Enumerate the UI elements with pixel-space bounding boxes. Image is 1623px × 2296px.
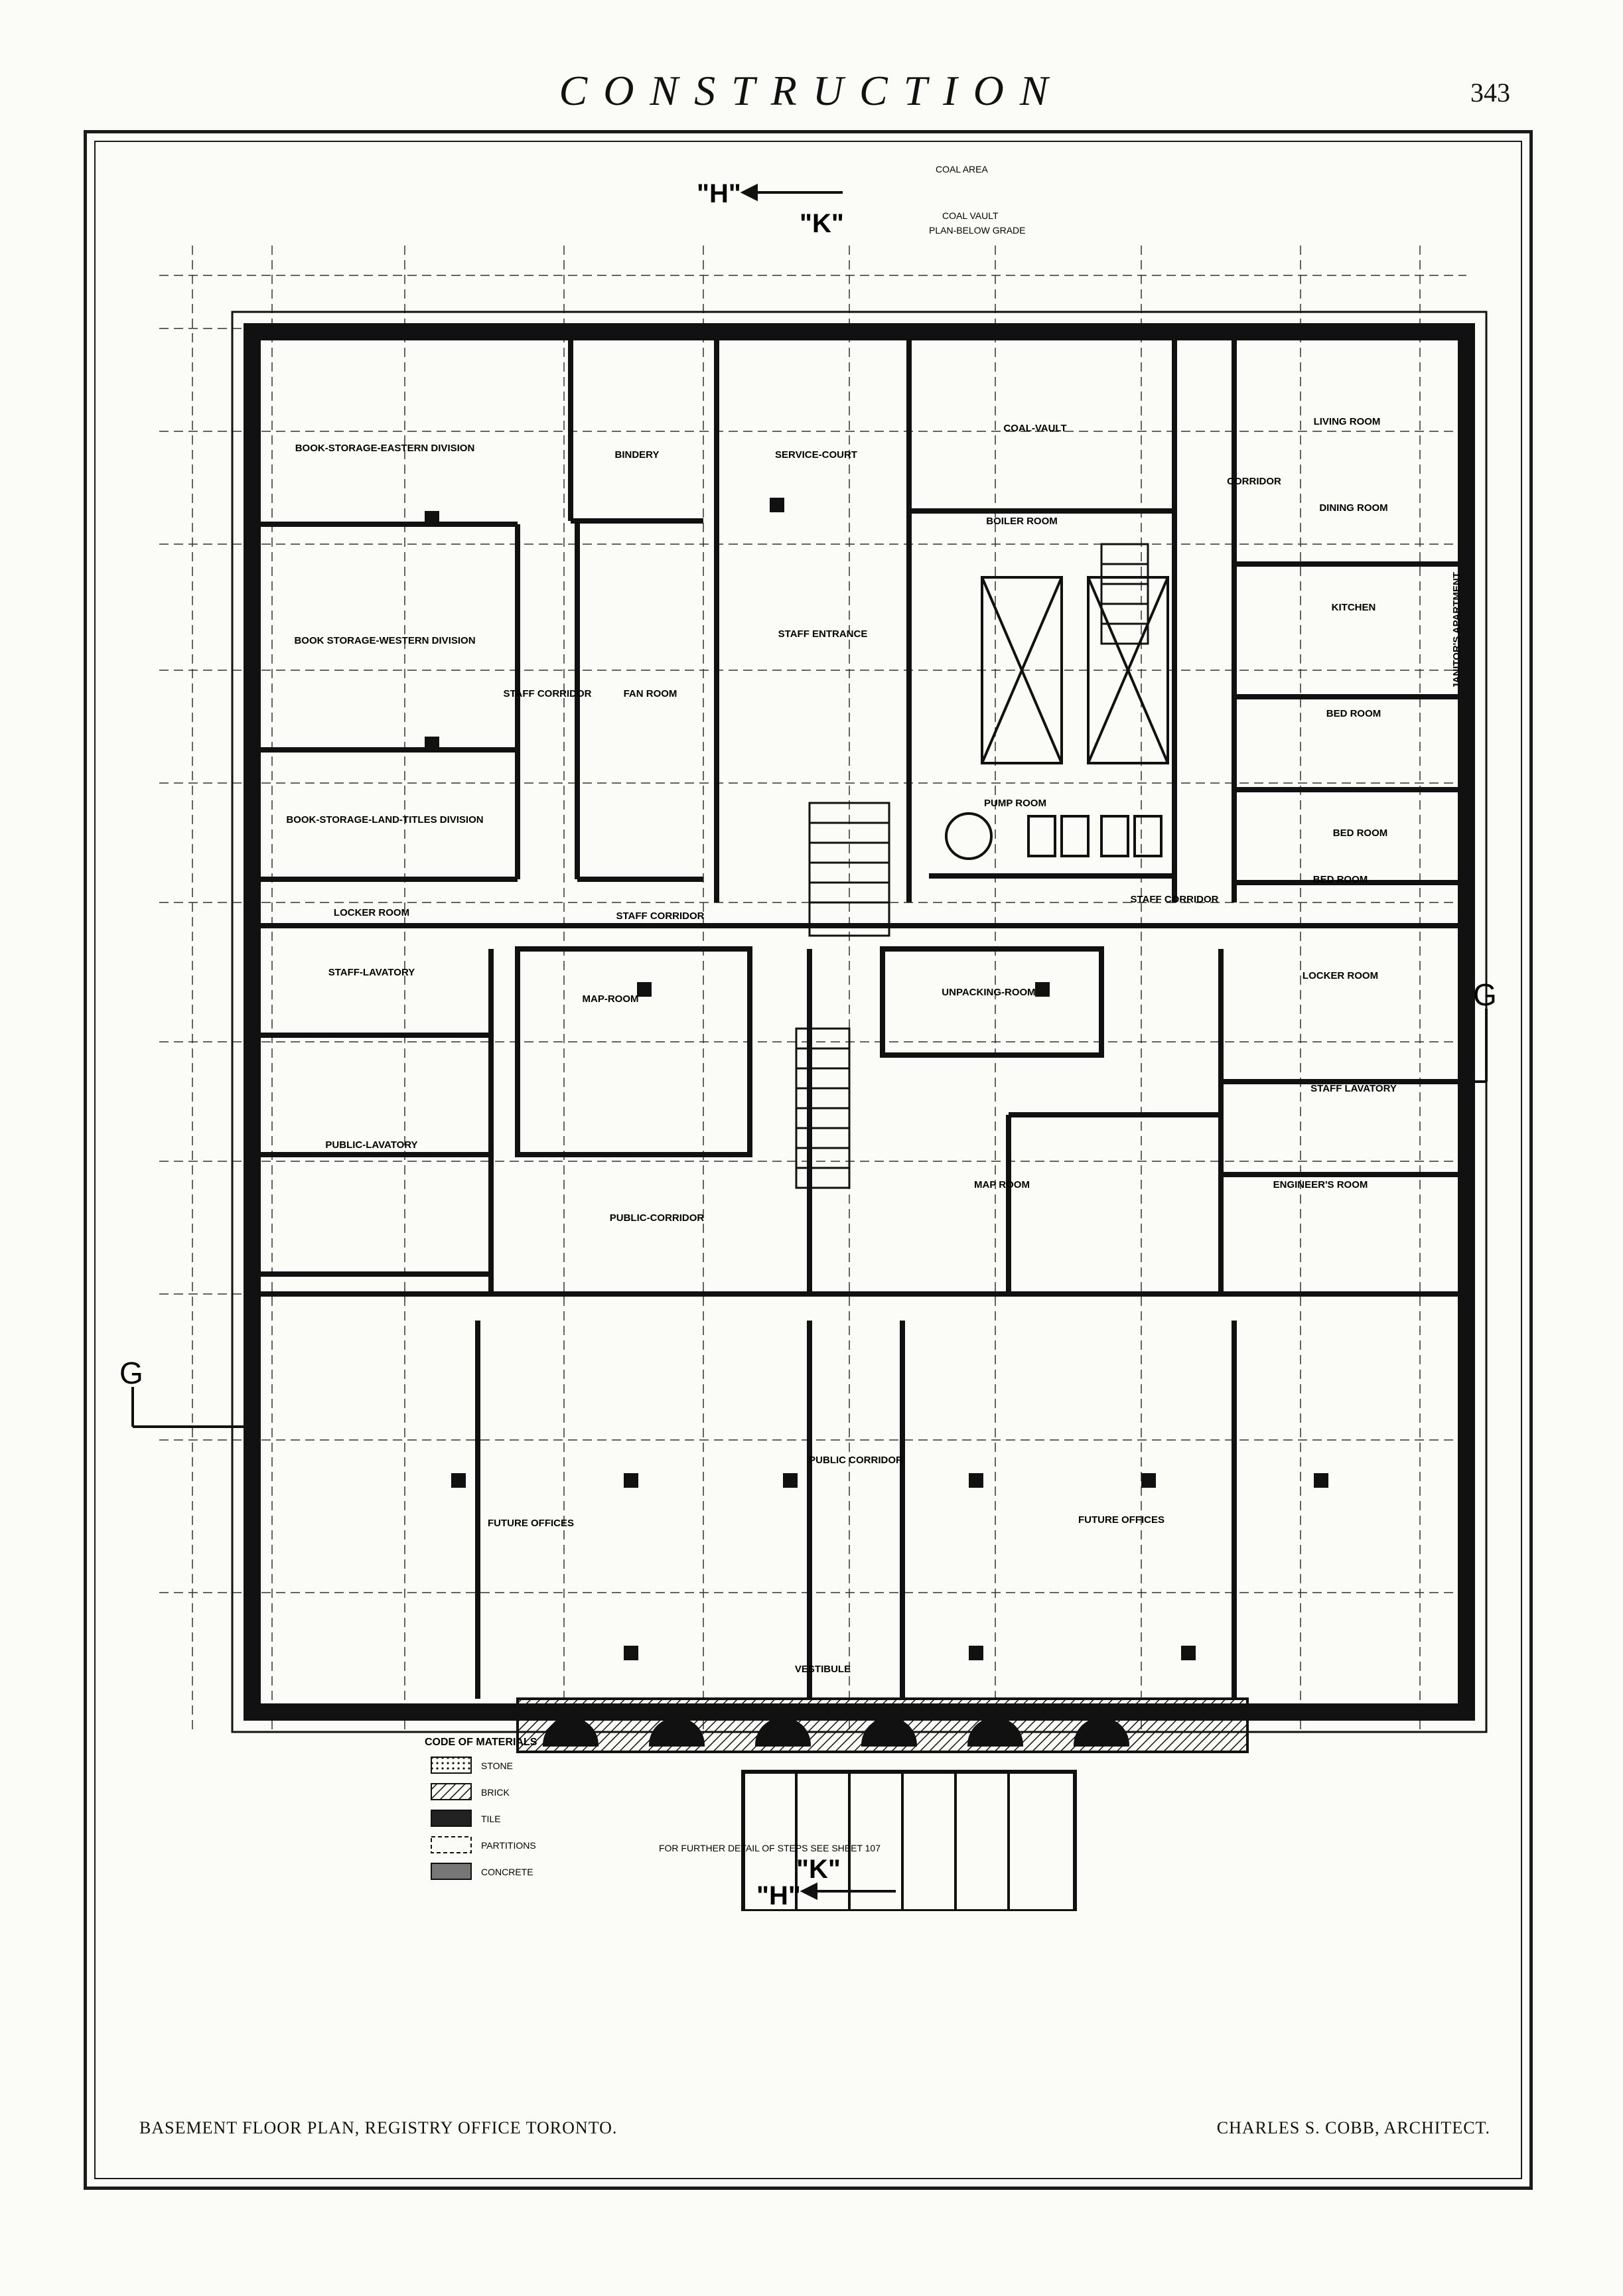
section-marker-h-bottom: "H" <box>756 1881 801 1910</box>
section-marker-g-left: G <box>119 1356 143 1390</box>
steps-detail-note: FOR FURTHER DETAIL OF STEPS SEE SHEET 10… <box>659 1843 881 1853</box>
stair-wells <box>795 543 1149 1189</box>
architect-credit: CHARLES S. COBB, ARCHITECT. <box>1216 2118 1490 2137</box>
legend-label-concrete: CONCRETE <box>481 1867 533 1877</box>
room-book-storage-eastern: BOOK-STORAGE-EASTERN DIVISION <box>295 443 475 454</box>
legend-swatch-partitions <box>431 1836 472 1853</box>
room-staff-entrance: STAFF ENTRANCE <box>778 628 868 640</box>
room-corridor: CORRIDOR <box>1227 476 1281 487</box>
legend-label-tile: TILE <box>481 1814 501 1824</box>
interior-walls <box>252 332 1466 1699</box>
columns <box>425 498 1328 1660</box>
room-kitchen: KITCHEN <box>1332 602 1376 613</box>
legend-label-partitions: PARTITIONS <box>481 1840 536 1851</box>
coal-vault-note: COAL VAULT <box>942 210 999 221</box>
section-marker-h-top: "H" <box>697 179 741 208</box>
room-boiler-room: BOILER ROOM <box>986 516 1058 527</box>
legend-swatch-stone <box>431 1757 472 1774</box>
room-map-room-east: MAP ROOM <box>974 1179 1030 1190</box>
room-dining-room: DINING ROOM <box>1319 502 1387 514</box>
boilers <box>945 576 1169 860</box>
page-frame-inner <box>94 141 1522 2179</box>
room-fan-room: FAN ROOM <box>624 688 677 699</box>
floor-plan-drawing: "H" "K" G G "H" "K" COAL AREA COAL VAULT… <box>119 164 1497 1911</box>
legend-swatch-tile <box>431 1810 472 1827</box>
room-locker-room-west: LOCKER ROOM <box>334 907 409 918</box>
room-unpacking-room: UNPACKING-ROOM <box>942 987 1035 998</box>
room-bed-room-1: BED ROOM <box>1326 708 1381 719</box>
figure-caption: BASEMENT FLOOR PLAN, REGISTRY OFFICE TOR… <box>139 2118 618 2137</box>
room-service-court: SERVICE-COURT <box>775 449 857 461</box>
room-living-room: LIVING ROOM <box>1314 416 1381 427</box>
page-title: CONSTRUCTION <box>559 67 1064 114</box>
room-janitors-apartment: JANITOR'S APARTMENT <box>1451 572 1462 689</box>
legend-label-brick: BRICK <box>481 1787 510 1798</box>
section-markers <box>131 183 1488 1901</box>
legend-swatch-brick <box>431 1783 472 1800</box>
plan-below-grade-note: PLAN-BELOW GRADE <box>929 225 1025 236</box>
room-public-corridor-north: PUBLIC-CORRIDOR <box>610 1212 705 1224</box>
section-marker-g-right: G <box>1473 977 1497 1012</box>
room-book-storage-western: BOOK STORAGE-WESTERN DIVISION <box>294 635 475 646</box>
room-vestibule: VESTIBULE <box>795 1664 851 1675</box>
room-staff-corridor-west: STAFF CORRIDOR <box>503 688 591 699</box>
room-bed-room-3: BED ROOM <box>1313 874 1368 885</box>
materials-legend: CODE OF MATERIALS STONE BRICK TILE PARTI… <box>425 1737 537 1880</box>
room-coal-vault: COAL-VAULT <box>1003 423 1066 434</box>
legend-title: CODE OF MATERIALS <box>425 1737 537 1748</box>
section-marker-k-top: "K" <box>800 209 844 238</box>
page-number: 343 <box>1470 78 1510 108</box>
coal-area-note: COAL AREA <box>936 164 989 175</box>
room-map-room-west: MAP-ROOM <box>583 993 639 1005</box>
section-marker-k-bottom: "K" <box>796 1855 841 1884</box>
room-public-corridor-south: PUBLIC CORRIDOR <box>809 1455 903 1466</box>
legend-label-stone: STONE <box>481 1760 513 1771</box>
room-book-storage-land-titles: BOOK-STORAGE-LAND-TITLES DIVISION <box>286 814 483 825</box>
room-locker-room-east: LOCKER ROOM <box>1303 970 1378 981</box>
grid-lines <box>159 246 1466 1732</box>
room-public-lavatory: PUBLIC-LAVATORY <box>325 1139 417 1151</box>
room-pump-room: PUMP ROOM <box>984 798 1046 809</box>
room-future-offices-east: FUTURE OFFICES <box>1078 1514 1164 1526</box>
room-staff-corridor-north: STAFF CORRIDOR <box>616 910 704 922</box>
room-bed-room-2: BED ROOM <box>1333 827 1388 839</box>
room-staff-lavatory-east: STAFF LAVATORY <box>1310 1083 1397 1094</box>
room-staff-corridor-east: STAFF CORRIDOR <box>1130 894 1218 905</box>
page-frame-outer <box>84 130 1533 2190</box>
front-entrance <box>516 1697 1249 1911</box>
room-future-offices-west: FUTURE OFFICES <box>488 1518 574 1529</box>
legend-swatch-concrete <box>431 1863 472 1880</box>
room-staff-lavatory-west: STAFF-LAVATORY <box>328 967 415 978</box>
room-engineers-room: ENGINEER'S ROOM <box>1273 1179 1368 1190</box>
room-bindery: BINDERY <box>615 449 660 461</box>
